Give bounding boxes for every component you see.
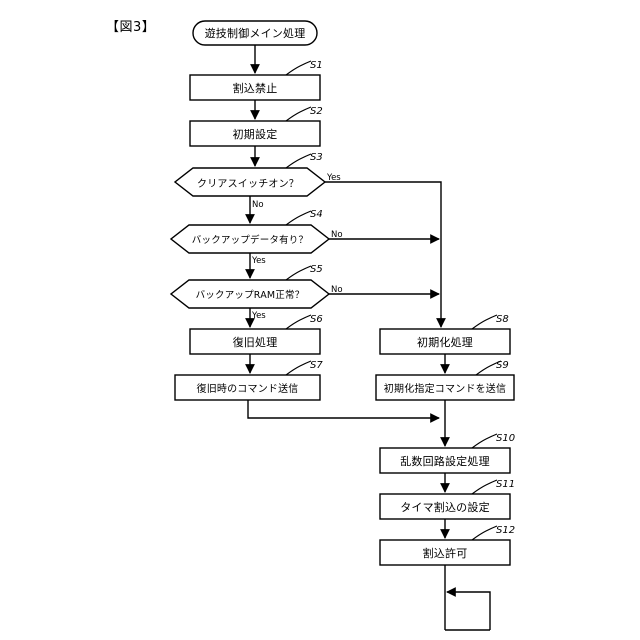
edge-label-s4-yes: Yes — [252, 256, 266, 266]
node-shape-s9 — [375, 374, 515, 401]
step-label-s6: S6 — [310, 314, 323, 325]
node-shape-s10 — [379, 447, 511, 474]
step-label-s12: S12 — [496, 525, 516, 536]
node-shape-s12 — [379, 539, 511, 566]
step-label-s4: S4 — [310, 209, 323, 220]
node-shape-s8 — [379, 328, 511, 355]
node-label-s4: バックアップデータ有り？ — [191, 235, 309, 246]
node-shape-s1 — [189, 74, 321, 101]
connector-loop-back — [446, 587, 491, 630]
node-label-s9: 初期化指定コマンドを送信 — [383, 384, 507, 395]
node-label-s2: 初期設定 — [232, 127, 278, 141]
node-label-s11: タイマ割込の設定 — [400, 500, 490, 514]
node-label-s10: 乱数回路設定処理 — [400, 454, 490, 468]
step-label-s8: S8 — [496, 314, 509, 325]
node-label-s1: 割込禁止 — [232, 81, 278, 95]
step-label-s11: S11 — [496, 479, 516, 490]
step-label-s1: S1 — [310, 60, 323, 71]
step-label-s2: S2 — [310, 106, 323, 117]
edge-label-s5-no: No — [331, 285, 343, 295]
edge-label-s3-yes: Yes — [327, 173, 341, 183]
node-label-start: 遊技制御メイン処理 — [204, 27, 306, 40]
node-shape-s6 — [189, 328, 321, 355]
edge-label-s4-no: No — [331, 230, 343, 240]
node-label-s7: 復旧時のコマンド送信 — [196, 384, 299, 395]
connector-s3-yes-spine — [325, 181, 446, 328]
edge-label-s5-yes: Yes — [252, 311, 266, 321]
node-label-s6: 復旧処理 — [232, 335, 278, 349]
node-label-s5: バックアップRAM正常？ — [195, 290, 305, 301]
figure-number-label: 【図3】 — [106, 20, 156, 35]
step-label-s5: S5 — [310, 264, 323, 275]
node-label-s8: 初期化処理 — [417, 335, 473, 349]
edge-label-s3-no: No — [252, 200, 264, 210]
node-shape-s7 — [174, 374, 321, 401]
node-shape-s2 — [189, 120, 321, 147]
connector-s7-spine — [247, 400, 440, 423]
node-label-s12: 割込許可 — [422, 546, 468, 560]
step-label-s9: S9 — [496, 360, 509, 371]
step-label-s3: S3 — [310, 152, 323, 163]
node-shape-s11 — [379, 493, 511, 520]
node-label-s3: クリアスイッチオン？ — [197, 178, 299, 190]
step-label-s10: S10 — [496, 433, 516, 444]
step-label-s7: S7 — [310, 360, 323, 371]
